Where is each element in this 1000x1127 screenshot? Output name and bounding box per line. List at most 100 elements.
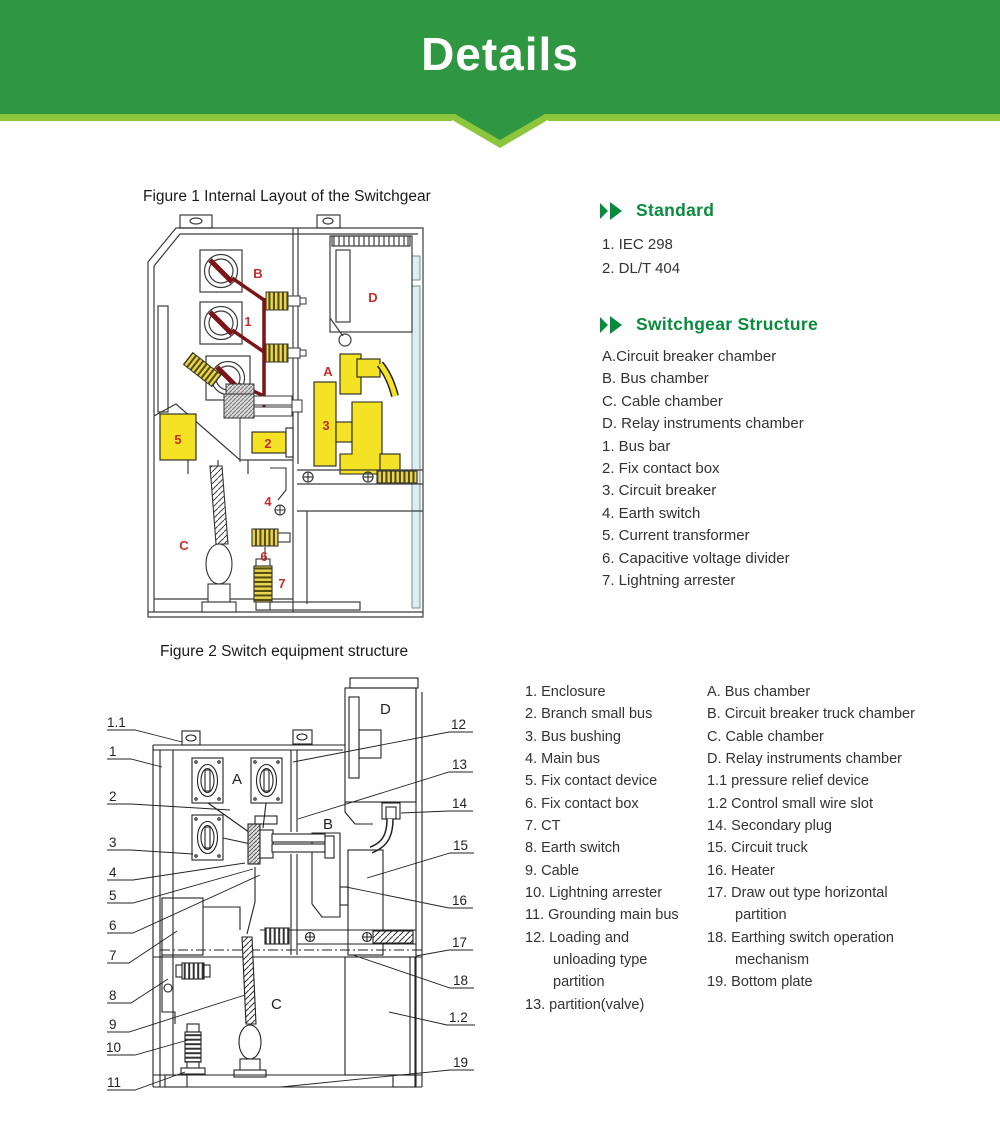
earth-switch-bracket xyxy=(270,467,287,501)
parts-item: 13. partition(valve) xyxy=(525,996,645,1013)
cable-chamber xyxy=(161,867,267,1078)
structure-item: 7. Lightning arrester xyxy=(602,572,736,590)
cable-terminal xyxy=(205,543,233,585)
fix-contact-device xyxy=(247,815,335,865)
label-3: 3 xyxy=(322,418,329,433)
label-1: 1 xyxy=(244,314,251,329)
structure-item: C. Cable chamber xyxy=(602,392,723,410)
parts-item: 11. Grounding main bus xyxy=(525,907,679,924)
figure2-callouts: 1.1 1 2 3 4 5 6 7 8 9 10 11 12 13 14 15 … xyxy=(106,701,468,1090)
label-2: 2 xyxy=(264,436,271,451)
callout-11: 11 xyxy=(107,1075,121,1090)
parts-item: B. Circuit breaker truck chamber xyxy=(707,706,915,723)
callout-4: 4 xyxy=(109,865,117,880)
callout-6: 6 xyxy=(109,918,117,933)
callout-1-2: 1.2 xyxy=(449,1010,468,1025)
parts-item-continuation: unloading type xyxy=(553,952,648,969)
parts-item-continuation: partition xyxy=(553,974,605,991)
callout-10: 10 xyxy=(106,1040,121,1055)
parts-item: D. Relay instruments chamber xyxy=(707,751,903,768)
label-B: B xyxy=(253,266,262,281)
cable-terminal xyxy=(238,1024,262,1060)
standard-item: 1. IEC 298 xyxy=(602,236,673,253)
label-A: A xyxy=(323,364,333,379)
cable xyxy=(209,465,229,545)
parts-item-continuation: partition xyxy=(735,907,787,924)
structure-item: 3. Circuit breaker xyxy=(602,482,717,500)
relay-chamber xyxy=(329,235,413,347)
parts-item: 17. Draw out type horizontal xyxy=(707,885,888,902)
parts-item: 16. Heater xyxy=(707,862,775,879)
callout-2: 2 xyxy=(109,789,117,804)
lightning-arrester xyxy=(184,1031,202,1063)
circuit-breaker-body xyxy=(339,401,383,475)
voltage-divider-coil xyxy=(251,528,279,547)
banner-notch-decoration xyxy=(0,114,1000,148)
double-arrow-icon xyxy=(600,201,622,220)
structure-item: 4. Earth switch xyxy=(602,504,701,522)
bus-spouts xyxy=(265,291,307,363)
parts-item-continuation: mechanism xyxy=(735,952,810,969)
structure-item: 5. Current transformer xyxy=(602,527,750,545)
structure-item: 2. Fix contact box xyxy=(602,460,720,478)
lightning-arrester-coil xyxy=(253,565,273,603)
chamber-D-label: D xyxy=(380,701,391,718)
chamber-C-label: C xyxy=(271,996,282,1013)
parts-item: 14. Secondary plug xyxy=(707,818,832,835)
banner-title: Details xyxy=(421,28,579,80)
callout-19: 19 xyxy=(453,1055,468,1070)
parts-item: 2. Branch small bus xyxy=(525,706,653,723)
label-7: 7 xyxy=(278,576,285,591)
figure2-linework xyxy=(152,677,423,1088)
structure-list: A.Circuit breaker chamber B. Bus chamber… xyxy=(602,346,990,592)
callout-5: 5 xyxy=(109,888,117,903)
chamber-B-label: B xyxy=(323,816,333,833)
parts-item: 1.1 pressure relief device xyxy=(707,773,869,790)
callout-18: 18 xyxy=(453,973,468,988)
secondary-plug xyxy=(369,802,401,854)
parts-item: 19. Bottom plate xyxy=(707,974,813,991)
relay-chamber xyxy=(344,677,419,825)
parts-item: 15. Circuit truck xyxy=(707,840,808,857)
parts-item: 1.2 Control small wire slot xyxy=(707,795,873,812)
details-banner: Details xyxy=(0,0,1000,115)
parts-list-right: A. Bus chamber B. Circuit breaker truck … xyxy=(707,681,947,994)
callout-7: 7 xyxy=(109,948,117,963)
cable-chamber xyxy=(201,418,291,613)
structure-heading: Switchgear Structure xyxy=(636,314,819,334)
parts-item: 6. Fix contact box xyxy=(525,795,639,812)
truck-rail xyxy=(260,927,416,945)
structure-item: A.Circuit breaker chamber xyxy=(602,348,777,365)
standard-heading-row: Standard xyxy=(600,200,990,221)
cabinet-outline xyxy=(147,214,424,618)
parts-item: 1. Enclosure xyxy=(525,684,606,700)
figure2-diagram: 1.1 1 2 3 4 5 6 7 8 9 10 11 12 13 14 15 … xyxy=(106,677,475,1091)
callout-leaders xyxy=(107,729,475,1091)
parts-item: 7. CT xyxy=(525,818,561,835)
standard-list: 1. IEC 298 2. DL/T 404 xyxy=(602,233,990,281)
parts-item: 5. Fix contact device xyxy=(525,773,658,790)
structure-heading-row: Switchgear Structure xyxy=(600,314,990,335)
structure-item: B. Bus chamber xyxy=(602,370,709,388)
label-C: C xyxy=(179,538,189,553)
contact-assembly xyxy=(223,383,303,419)
standard-item: 2. DL/T 404 xyxy=(602,260,681,277)
figure2-caption: Figure 2 Switch equipment structure xyxy=(160,643,409,660)
callout-12: 12 xyxy=(451,717,466,732)
right-info-column: Standard 1. IEC 298 2. DL/T 404 Switchge… xyxy=(600,200,990,592)
label-6: 6 xyxy=(260,549,267,564)
structure-item: 6. Capacitive voltage divider xyxy=(602,549,790,567)
parts-item: 12. Loading and xyxy=(525,929,630,946)
parts-item: 4. Main bus xyxy=(525,751,600,768)
diagonal-coil xyxy=(182,351,222,388)
callout-8: 8 xyxy=(109,988,117,1003)
parts-list-left: 1. Enclosure 2. Branch small bus 3. Bus … xyxy=(525,681,705,1016)
structure-item: 1. Bus bar xyxy=(602,437,671,455)
double-arrow-icon xyxy=(600,315,622,334)
bus-chamber xyxy=(153,249,293,474)
standard-heading: Standard xyxy=(636,200,715,220)
cabinet-side-panels xyxy=(411,255,421,609)
callout-14: 14 xyxy=(452,796,468,811)
parts-item: 9. Cable xyxy=(525,862,580,879)
